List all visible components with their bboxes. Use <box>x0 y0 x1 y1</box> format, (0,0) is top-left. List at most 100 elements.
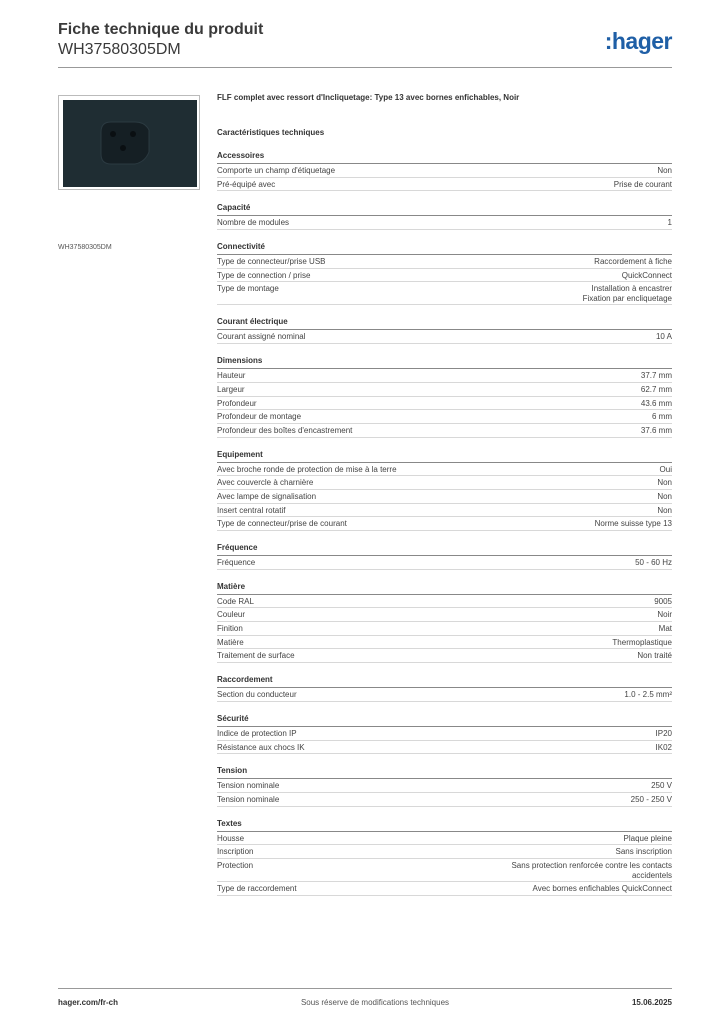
section-heading: Dimensions <box>217 354 672 370</box>
spec-row: Type de connection / prise QuickConnect <box>217 269 672 283</box>
spec-row: Code RAL 9005 <box>217 595 672 609</box>
hager-logo: :hager <box>604 28 673 54</box>
spec-label: Finition <box>217 624 243 634</box>
spec-value: 250 V <box>651 781 672 791</box>
spec-value: 50 - 60 Hz <box>635 558 672 567</box>
spec-value: Sans protection renforcée contre les con… <box>511 860 672 880</box>
spec-row: Type de connecteur/prise de courant Norme… <box>217 517 672 531</box>
spec-label: Section du conducteur <box>217 690 297 700</box>
spec-label: Fréquence <box>217 558 256 567</box>
spec-row: Section du conducteur 1.0 - 2.5 mm² <box>217 688 672 702</box>
section-heading: Capacité <box>217 201 672 217</box>
spec-row: Type de connecteur/prise USB Raccordement… <box>217 255 672 269</box>
spec-value: 1 <box>667 218 672 228</box>
spec-label: Traitement de surface <box>217 651 295 661</box>
spec-row: Hauteur 37.7 mm <box>217 369 672 383</box>
spec-value: Norme suisse type 13 <box>594 519 672 529</box>
spec-value: 62.7 mm <box>640 384 672 394</box>
spec-value: Raccordement à fiche <box>594 257 672 267</box>
footer-website[interactable]: hager.com/fr-ch <box>58 998 119 1007</box>
section-heading: Accessoires <box>217 149 672 164</box>
page-title: Fiche technique du produit <box>58 21 264 38</box>
section-heading: Raccordement <box>217 673 672 689</box>
spec-label: Nombre de modules <box>217 218 290 228</box>
spec-value: Thermoplastique <box>612 637 672 647</box>
spec-label: Tension nominale <box>217 794 280 804</box>
section-heading: Connectivité <box>217 240 672 256</box>
spec-label: Code RAL <box>217 596 254 606</box>
spec-value: Non <box>657 491 672 501</box>
spec-value: 37.6 mm <box>640 425 672 435</box>
spec-value: 9005 <box>654 596 672 606</box>
spec-label: Insert central rotatif <box>217 505 286 515</box>
spec-value: Noir <box>657 610 672 620</box>
spec-label: Avec broche ronde de protection de mise … <box>217 464 397 474</box>
spec-value: 37.7 mm <box>640 371 672 381</box>
spec-label: Largeur <box>217 384 245 394</box>
spec-row: Fréquence 50 - 60 Hz <box>217 556 672 570</box>
spec-label: Type de connecteur/prise USB <box>217 257 326 267</box>
spec-value: IP20 <box>655 728 672 738</box>
spec-value: Plaque pleine <box>623 833 672 843</box>
spec-value: QuickConnect <box>621 270 672 280</box>
spec-value: 10 A <box>655 332 672 342</box>
section-heading: Textes <box>217 817 672 832</box>
spec-row: Type de montage Installation à encastrer … <box>217 282 672 306</box>
spec-value: Installation à encastrer Fixation par en… <box>582 284 672 304</box>
page-footer: hager.com/fr-ch Sous réserve de modifica… <box>58 998 672 1007</box>
spec-value: 1.0 - 2.5 mm² <box>624 690 672 700</box>
footer-date: 15.06.2025 <box>631 998 672 1007</box>
image-caption: WH37580305DM <box>58 244 112 251</box>
spec-row: Courant assigné nominal 10 A <box>217 330 672 345</box>
spec-label: Couleur <box>217 610 246 620</box>
spec-label: Courant assigné nominal <box>217 332 306 342</box>
spec-label: Comporte un champ d'étiquetage <box>217 166 336 175</box>
spec-row: Type de raccordement Avec bornes enfichab… <box>217 882 672 896</box>
spec-value: Avec bornes enfichables QuickConnect <box>532 883 673 893</box>
spec-label: Type de raccordement <box>217 883 297 893</box>
spec-value: 250 - 250 V <box>630 794 672 804</box>
spec-value: Mat <box>658 624 672 634</box>
spec-value: IK02 <box>655 742 672 752</box>
spec-label: Housse <box>217 833 245 843</box>
spec-label: Pré-équipé avec <box>217 179 276 189</box>
spec-label: Indice de protection IP <box>217 728 297 738</box>
spec-row: Indice de protection IP IP20 <box>217 727 672 741</box>
footer-divider <box>58 988 672 989</box>
product-code: WH37580305DM <box>58 41 181 58</box>
spec-label: Inscription <box>217 847 254 857</box>
spec-row: Tension nominale 250 - 250 V <box>217 793 672 807</box>
section-heading: Tension <box>217 764 672 780</box>
spec-value: Non traité <box>637 651 672 661</box>
spec-value: 6 mm <box>652 412 672 422</box>
spec-label: Profondeur <box>217 398 257 408</box>
section-heading: Matière <box>217 580 672 595</box>
spec-row: Couleur Noir <box>217 608 672 623</box>
product-image <box>58 95 200 190</box>
spec-label: Tension nominale <box>217 781 280 791</box>
footer-disclaimer: Sous réserve de modifications techniques <box>300 998 450 1007</box>
spec-row: Tension nominale 250 V <box>217 779 672 793</box>
spec-label: Hauteur <box>217 371 246 381</box>
spec-label: Type de connecteur/prise de courant <box>217 519 347 529</box>
spec-value: Oui <box>659 464 672 474</box>
spec-label: Type de montage <box>217 284 279 294</box>
spec-label: Type de connection / prise <box>217 270 311 280</box>
